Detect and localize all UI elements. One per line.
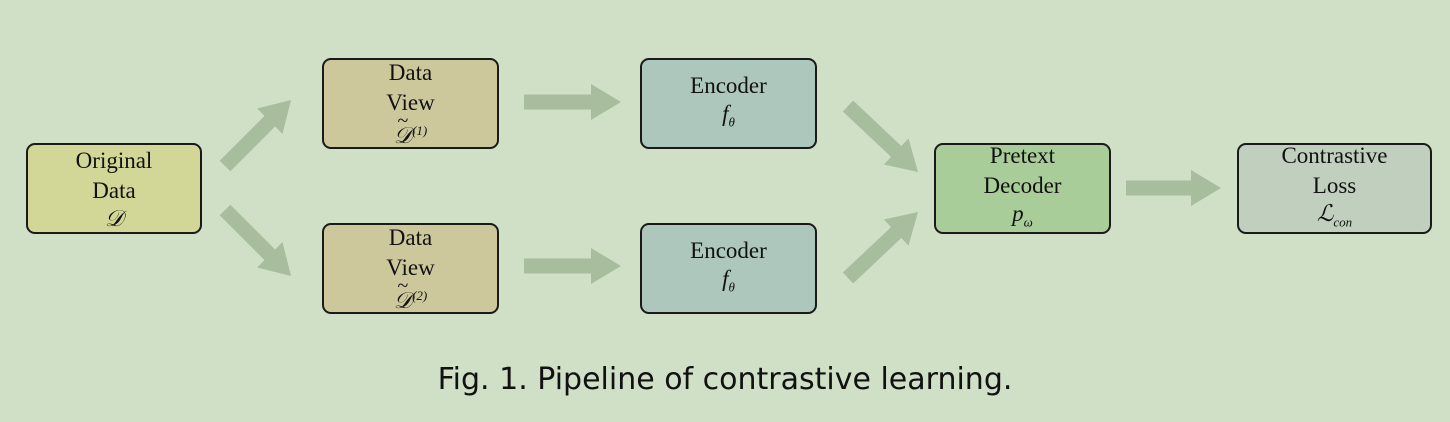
figure-caption: Fig. 1. Pipeline of contrastive learning… xyxy=(437,362,1013,397)
arrow-original-to-view-2 xyxy=(219,204,292,277)
arrow-encoder-2-to-decoder xyxy=(842,212,918,284)
encoder-1-node: Encoder fθ xyxy=(640,58,817,149)
contrastive-loss-node: Contrastive Loss ℒcon xyxy=(1237,143,1432,234)
arrow-view-2-to-encoder-2 xyxy=(524,248,621,284)
data-view-2-label-2: View xyxy=(386,254,435,280)
contrastive-loss-label-2: Loss xyxy=(1312,173,1357,199)
arrow-view-1-to-encoder-1 xyxy=(524,84,621,120)
encoder-1-label: Encoder xyxy=(690,73,767,99)
encoder-2-label: Encoder xyxy=(690,238,767,264)
data-view-1-label-2: View xyxy=(386,89,435,115)
contrastive-loss-symbol: ℒcon xyxy=(1316,201,1353,230)
data-view-1-node: Data View 𝒟(1) xyxy=(322,58,499,149)
encoder-2-node: Encoder fθ xyxy=(640,223,817,314)
data-view-2-node: Data View 𝒟(2) xyxy=(322,223,499,314)
original-data-label-2: Data xyxy=(92,177,136,203)
data-view-1-symbol: 𝒟(1) xyxy=(394,118,428,150)
data-view-2-label-1: Data xyxy=(388,224,433,250)
data-view-1-label-1: Data xyxy=(388,59,433,85)
original-data-node: Original Data 𝒟 xyxy=(26,143,202,234)
data-view-2-symbol: 𝒟(2) xyxy=(394,283,428,315)
contrastive-loss-label-1: Contrastive xyxy=(1281,143,1388,169)
arrow-decoder-to-loss xyxy=(1126,170,1221,206)
pretext-decoder-node: Pretext Decoder pω xyxy=(934,143,1111,234)
arrow-layer xyxy=(219,84,1221,284)
arrow-encoder-1-to-decoder xyxy=(842,100,918,172)
original-data-symbol: 𝒟 xyxy=(104,205,124,231)
pretext-decoder-symbol: pω xyxy=(1012,201,1033,230)
pretext-decoder-label-1: Pretext xyxy=(989,143,1056,169)
pretext-decoder-label-2: Decoder xyxy=(983,173,1062,199)
pipeline-diagram: Original Data 𝒟 Data View 𝒟(1) Data View… xyxy=(0,0,1450,340)
encoder-1-symbol: fθ xyxy=(722,101,735,130)
original-data-label-1: Original xyxy=(75,147,153,173)
encoder-2-symbol: fθ xyxy=(722,266,735,295)
arrow-original-to-view-1 xyxy=(219,99,292,172)
